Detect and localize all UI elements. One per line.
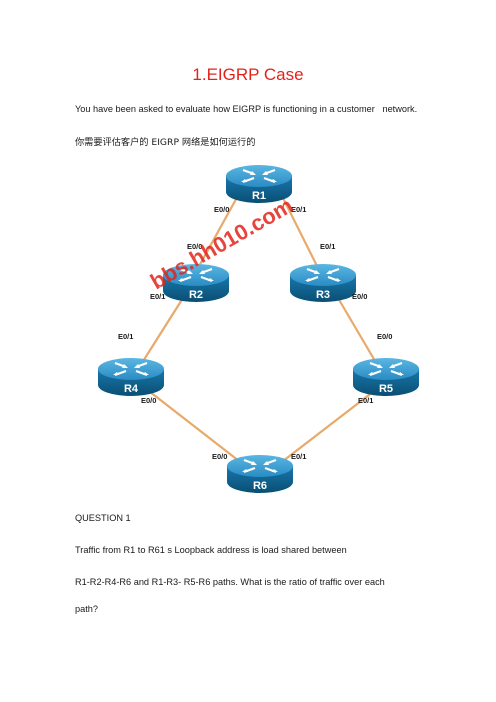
link-r4-r6 [144,387,249,469]
question-heading: QUESTION 1 [75,513,131,523]
question-text-line-2: R1-R2-R4-R6 and R1-R3- R5-R6 paths. What… [75,577,385,587]
router-r1-label: R1 [252,190,266,202]
link-r5-r6 [273,387,379,469]
interface-label-r4-e0-1: E0/1 [118,332,133,341]
link-r1-r2 [197,191,241,269]
router-r2-label: R2 [189,289,203,301]
interface-label-r5-e0-0: E0/0 [377,332,392,341]
interface-label-r6-e0-1: E0/1 [291,452,306,461]
link-r2-r4 [139,297,184,367]
interface-label-r6-e0-0: E0/0 [212,452,227,461]
question-text-line-3: path? [75,604,98,614]
interface-label-r2-e0-0: E0/0 [187,242,202,251]
router-r4-icon: R4 [97,357,165,397]
router-r2-icon: R2 [162,263,230,303]
link-r1-r3 [279,191,319,269]
intro-text-english: You have been asked to evaluate how EIGR… [75,104,418,114]
router-r1-icon: R1 [225,164,293,204]
page-title: 1.EIGRP Case [192,65,304,84]
router-r3-label: R3 [316,289,330,301]
router-r3-icon: R3 [289,263,357,303]
interface-label-r4-e0-0: E0/0 [141,396,156,405]
router-r6-label: R6 [253,480,267,492]
router-r6-icon: R6 [226,454,294,494]
interface-label-r1-e0-0: E0/0 [214,205,229,214]
interface-label-r2-e0-1: E0/1 [150,292,165,301]
interface-label-r5-e0-1: E0/1 [358,396,373,405]
intro-text-chinese: 你需要评估客户的 EIGRP 网络是如何运行的 [75,137,256,148]
router-r5-label: R5 [379,383,393,395]
router-r4-label: R4 [124,383,139,395]
interface-label-r3-e0-0: E0/0 [352,292,367,301]
router-r5-icon: R5 [352,357,420,397]
interface-label-r1-e0-1: E0/1 [291,205,306,214]
link-r3-r5 [337,297,379,367]
interface-label-r3-e0-1: E0/1 [320,242,335,251]
question-text-line-1: Traffic from R1 to R61 s Loopback addres… [75,545,347,555]
